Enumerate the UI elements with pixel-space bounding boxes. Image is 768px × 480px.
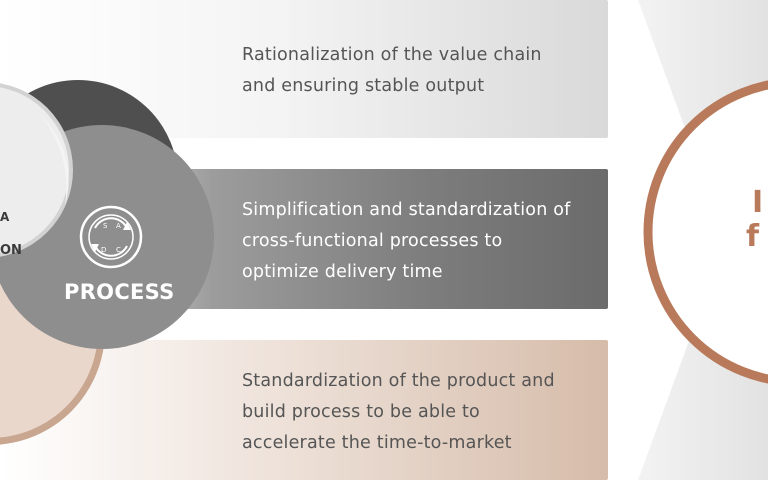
result-circle-fill [648, 85, 768, 379]
process-text: Simplification and standardization of cr… [242, 200, 571, 282]
value-chain-text: Rationalization of the value chain and e… [242, 45, 542, 96]
venn-diagram: S A D C [0, 80, 214, 445]
product-text: Standardization of the product and build… [242, 371, 555, 453]
result-text-line2: f [746, 219, 760, 254]
left-circle-letter: A [0, 210, 10, 224]
right-panel [638, 0, 768, 480]
svg-text:D: D [101, 246, 106, 254]
svg-text:C: C [116, 246, 121, 254]
svg-text:A: A [116, 222, 121, 230]
product-band [0, 340, 608, 480]
result-circle-ring [643, 80, 768, 384]
overlap-region [40, 115, 69, 205]
left-circle-label: ON [0, 243, 22, 258]
result-text-line1: I [752, 185, 764, 220]
process-label: PROCESS [64, 280, 175, 304]
circular-cycle-icon: S A D C [79, 205, 143, 269]
svg-text:S: S [103, 222, 108, 230]
